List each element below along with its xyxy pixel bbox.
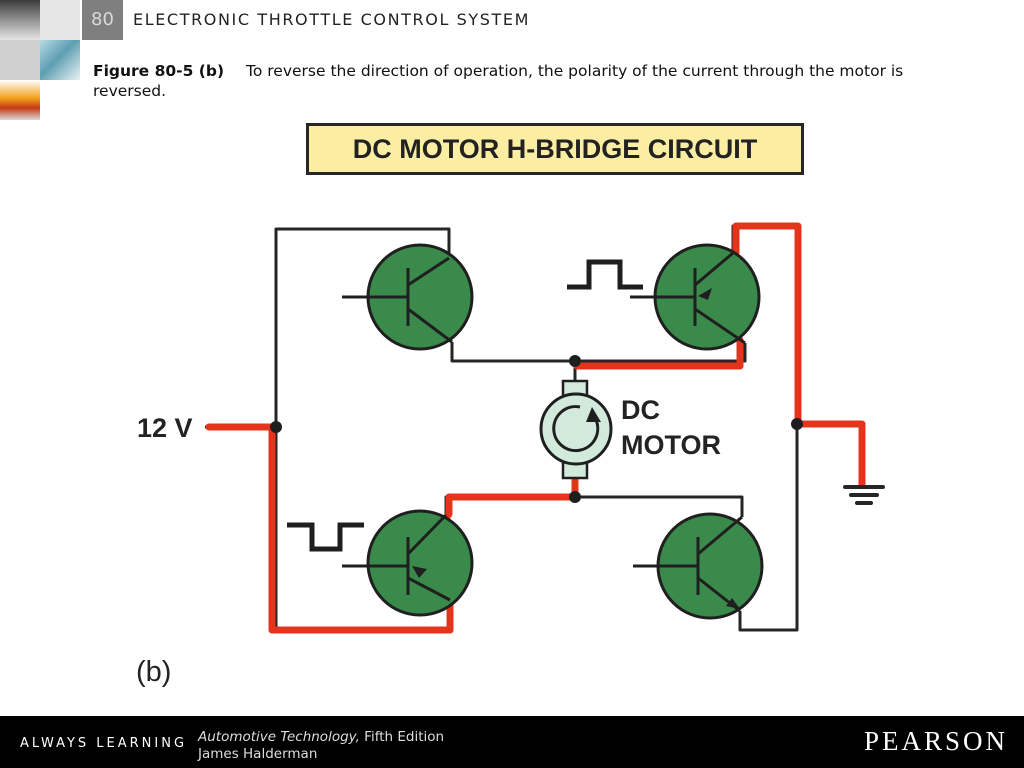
motor-label-dc: DC — [621, 395, 660, 425]
publisher-logo: PEARSON — [863, 726, 1008, 756]
footer-bar: ALWAYS LEARNING Automotive Technology, F… — [0, 716, 1024, 768]
sidebar-block — [40, 0, 80, 40]
always-learning-tagline: ALWAYS LEARNING — [20, 736, 188, 751]
sidebar-block — [0, 40, 40, 80]
panel-label: (b) — [136, 656, 171, 688]
current-path — [205, 222, 866, 634]
diagram-title: DC MOTOR H-BRIDGE CIRCUIT — [306, 123, 804, 175]
figure-caption: Figure 80-5 (b)To reverse the direction … — [93, 61, 963, 101]
chapter-title: ELECTRONIC THROTTLE CONTROL SYSTEM — [133, 10, 531, 29]
circuit-wiring — [205, 224, 866, 632]
transistor-bottom-left — [342, 509, 474, 617]
book-title: Automotive Technology, — [198, 729, 360, 745]
car-thumbnail-1 — [0, 0, 40, 40]
figure-label: Figure 80-5 (b) — [93, 62, 225, 80]
book-edition: Fifth Edition — [359, 729, 445, 745]
pulse-signal-bottom — [287, 522, 364, 552]
engine-thumbnail — [40, 40, 80, 80]
book-author: James Halderman — [198, 746, 318, 762]
pulse-signal-top — [567, 259, 643, 290]
ground-symbol — [843, 485, 885, 505]
caption-text: To reverse the direction of operation, t… — [93, 62, 904, 100]
transistor-bottom-right — [633, 512, 764, 620]
transistor-top-left — [342, 243, 474, 351]
chapter-number: 80 — [82, 0, 123, 40]
transistor-top-right — [630, 243, 761, 351]
motor-label-motor: MOTOR — [621, 430, 721, 460]
h-bridge-diagram: 12 V DC MOTOR (b) — [136, 222, 885, 688]
junction-dots — [270, 355, 803, 503]
book-info: Automotive Technology, Fifth Edition Jam… — [198, 729, 444, 763]
dc-motor — [539, 379, 613, 480]
supply-voltage-label: 12 V — [137, 413, 193, 443]
car-thumbnail-2 — [0, 80, 40, 120]
